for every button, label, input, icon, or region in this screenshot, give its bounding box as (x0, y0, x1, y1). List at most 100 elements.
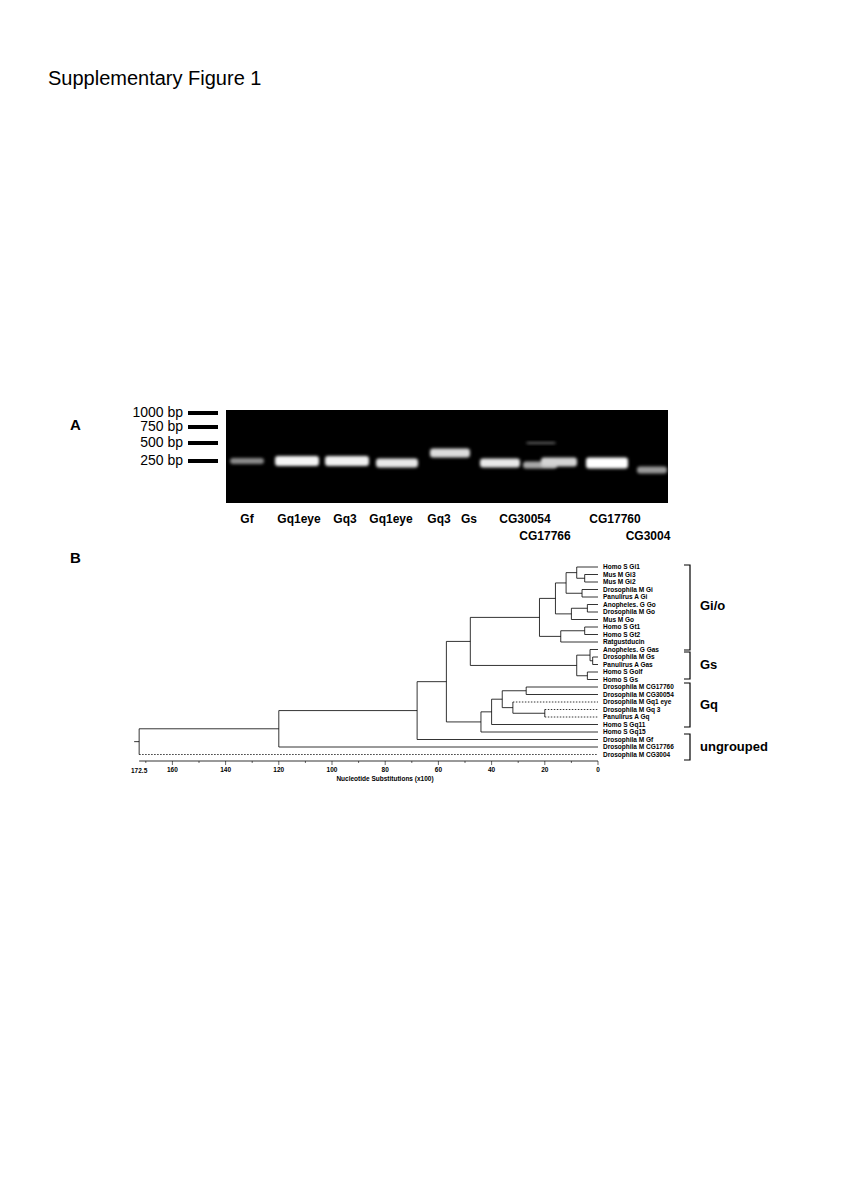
taxon-label: Homo S Gq11 (603, 721, 645, 728)
lane-label: Gq3 (333, 513, 356, 526)
axis-tick-label: 140 (220, 766, 231, 773)
ladder-mark (188, 411, 218, 415)
axis-tick (438, 761, 439, 765)
tree-branch (555, 582, 566, 583)
lane-label: Gq3 (427, 513, 450, 526)
axis-tick-label: 60 (435, 766, 442, 773)
panel-letter: B (70, 550, 81, 567)
axis-tick-label: 80 (382, 766, 389, 773)
taxon-label: Drosophila M Gq 3 (603, 706, 660, 713)
ladder-mark (188, 425, 218, 429)
taxon-label: Homo S Golf (603, 668, 642, 675)
lane-label: CG30054 (499, 513, 550, 526)
tree-branch (526, 694, 598, 695)
tree-branch (587, 604, 598, 605)
axis-tick (225, 761, 226, 765)
tree-branch (585, 574, 598, 575)
taxon-label: Homo S Gi1 (603, 563, 640, 570)
group-label: Gi/o (700, 599, 725, 613)
group-label: Gs (700, 658, 717, 672)
taxon-label: Homo S Gt2 (603, 631, 640, 638)
lane-label: Gs (461, 513, 477, 526)
tree-branch (279, 747, 598, 748)
axis-tick (598, 761, 599, 765)
taxon-label: Ratgustducin (603, 638, 645, 645)
tree-branch (417, 739, 598, 740)
axis-tick (278, 761, 279, 765)
taxon-label: Panulirus A Gq (603, 713, 649, 720)
tree-branch (590, 649, 598, 650)
tree-branch (539, 598, 555, 599)
tree-branch (526, 687, 598, 688)
tree-branch (545, 717, 598, 718)
gel-band (637, 467, 667, 474)
tree-branch (582, 589, 598, 590)
tree-branch (566, 572, 577, 573)
gel-band (430, 449, 470, 458)
gel-band (526, 442, 556, 444)
taxon-label: Drosophila M Gi (603, 586, 653, 593)
taxon-label: Drosophila M CG3004 (603, 751, 670, 758)
tree-branch (446, 721, 481, 722)
axis-tick-label: 100 (327, 766, 338, 773)
taxon-label: Drosophila M Gs (603, 653, 655, 660)
gel-band (376, 459, 418, 468)
tree-branch (545, 709, 598, 710)
tree-branch (492, 699, 503, 700)
gel-band (541, 458, 577, 467)
axis-tick-label: 20 (541, 766, 548, 773)
tree-branch (134, 741, 139, 742)
axis-tick (172, 761, 173, 765)
lane-label: Gq1eye (277, 513, 320, 526)
gel-band (275, 456, 319, 466)
taxon-label: Homo S Gq15 (603, 728, 646, 735)
axis-tick (491, 761, 492, 765)
taxon-label: Drosophila M CG17760 (603, 683, 674, 690)
lane-label: Gq1eye (369, 513, 412, 526)
ladder-size: 500 bp (140, 435, 183, 450)
axis-line (139, 761, 598, 762)
taxon-label: Anopheles. G Go (603, 601, 656, 608)
ladder-mark (188, 441, 218, 445)
tree-branch (577, 578, 585, 579)
tree-branch (513, 702, 598, 703)
tree-branch (561, 630, 585, 631)
panel-letter: A (70, 417, 81, 434)
tree-branch (492, 724, 598, 725)
axis-tick (544, 761, 545, 765)
tree-branch (566, 593, 582, 594)
axis-tick (252, 761, 253, 763)
ladder-size: 750 bp (140, 419, 183, 434)
axis-tick (145, 761, 146, 763)
lane-label: CG3004 (626, 530, 671, 543)
axis-tick (518, 761, 519, 763)
tree-branch (470, 617, 539, 618)
axis-tick (332, 761, 333, 765)
taxon-label: Panulirus A Gas (603, 661, 653, 668)
tree-branch (577, 567, 598, 568)
axis-tick-label: 0 (596, 766, 600, 773)
group-label: Gq (700, 698, 718, 712)
gel-image (226, 410, 668, 503)
tree-branch (585, 627, 598, 628)
tree-branch (539, 636, 560, 637)
axis-tick (571, 761, 572, 763)
tree-branch (577, 675, 588, 676)
group-bracket (684, 565, 690, 650)
taxon-label: Drosophila M Gq1 eye (603, 698, 671, 705)
taxon-label: Mus M Gi2 (603, 578, 636, 585)
taxon-label: Drosophila M Gf (603, 736, 653, 743)
gel-band (325, 456, 369, 466)
tree-branch (139, 728, 279, 729)
axis-tick-label: 40 (488, 766, 495, 773)
taxon-label: Mus M Gi3 (603, 571, 636, 578)
axis-tick (305, 761, 306, 763)
axis-tick (358, 761, 359, 763)
taxon-label: Drosophila M CG17766 (603, 743, 674, 750)
lane-label: CG17760 (589, 513, 640, 526)
tree-branch (481, 711, 492, 712)
group-bracket (684, 734, 690, 760)
tree-branch (593, 664, 598, 665)
axis-tick-label: 120 (273, 766, 284, 773)
